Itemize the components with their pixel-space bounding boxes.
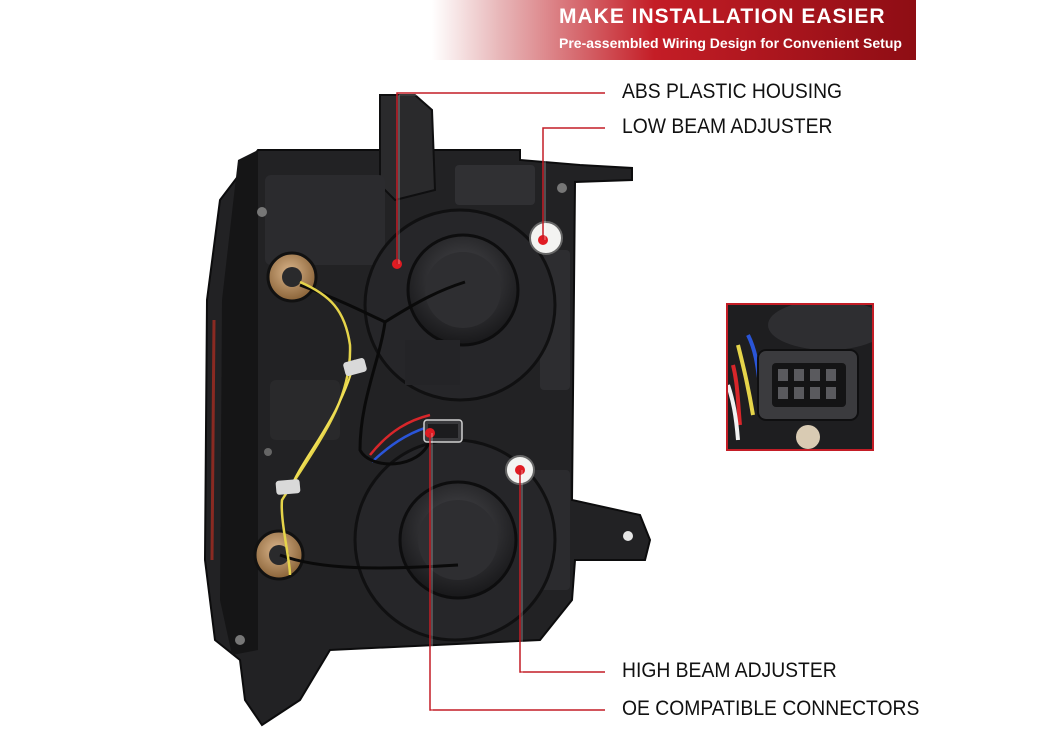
- callout-high-beam-adjuster: HIGH BEAM ADJUSTER: [622, 659, 837, 682]
- wire-red: [369, 413, 431, 456]
- wire-yellow-2: [289, 359, 356, 491]
- top-mount-tab: [379, 94, 437, 202]
- top-banner: MAKE INSTALLATION EASIER Pre-assembled W…: [432, 0, 916, 60]
- connector-closeup-icon: [728, 305, 872, 449]
- connector-closeup-inset: [726, 303, 874, 451]
- housing-edge-red: [210, 319, 216, 561]
- callout-low-beam-adjuster: LOW BEAM ADJUSTER: [622, 115, 833, 138]
- housing-rim: [220, 150, 258, 655]
- banner-subtitle: Pre-assembled Wiring Design for Convenie…: [559, 35, 902, 51]
- leader-lines: [396, 92, 605, 711]
- banner-title: MAKE INSTALLATION EASIER: [559, 5, 886, 28]
- wire-black-2: [279, 553, 459, 570]
- callout-abs-plastic-housing: ABS PLASTIC HOUSING: [622, 80, 843, 103]
- wire-black-3: [358, 321, 432, 466]
- callout-oe-compatible-connectors: OE COMPATIBLE CONNECTORS: [622, 697, 920, 720]
